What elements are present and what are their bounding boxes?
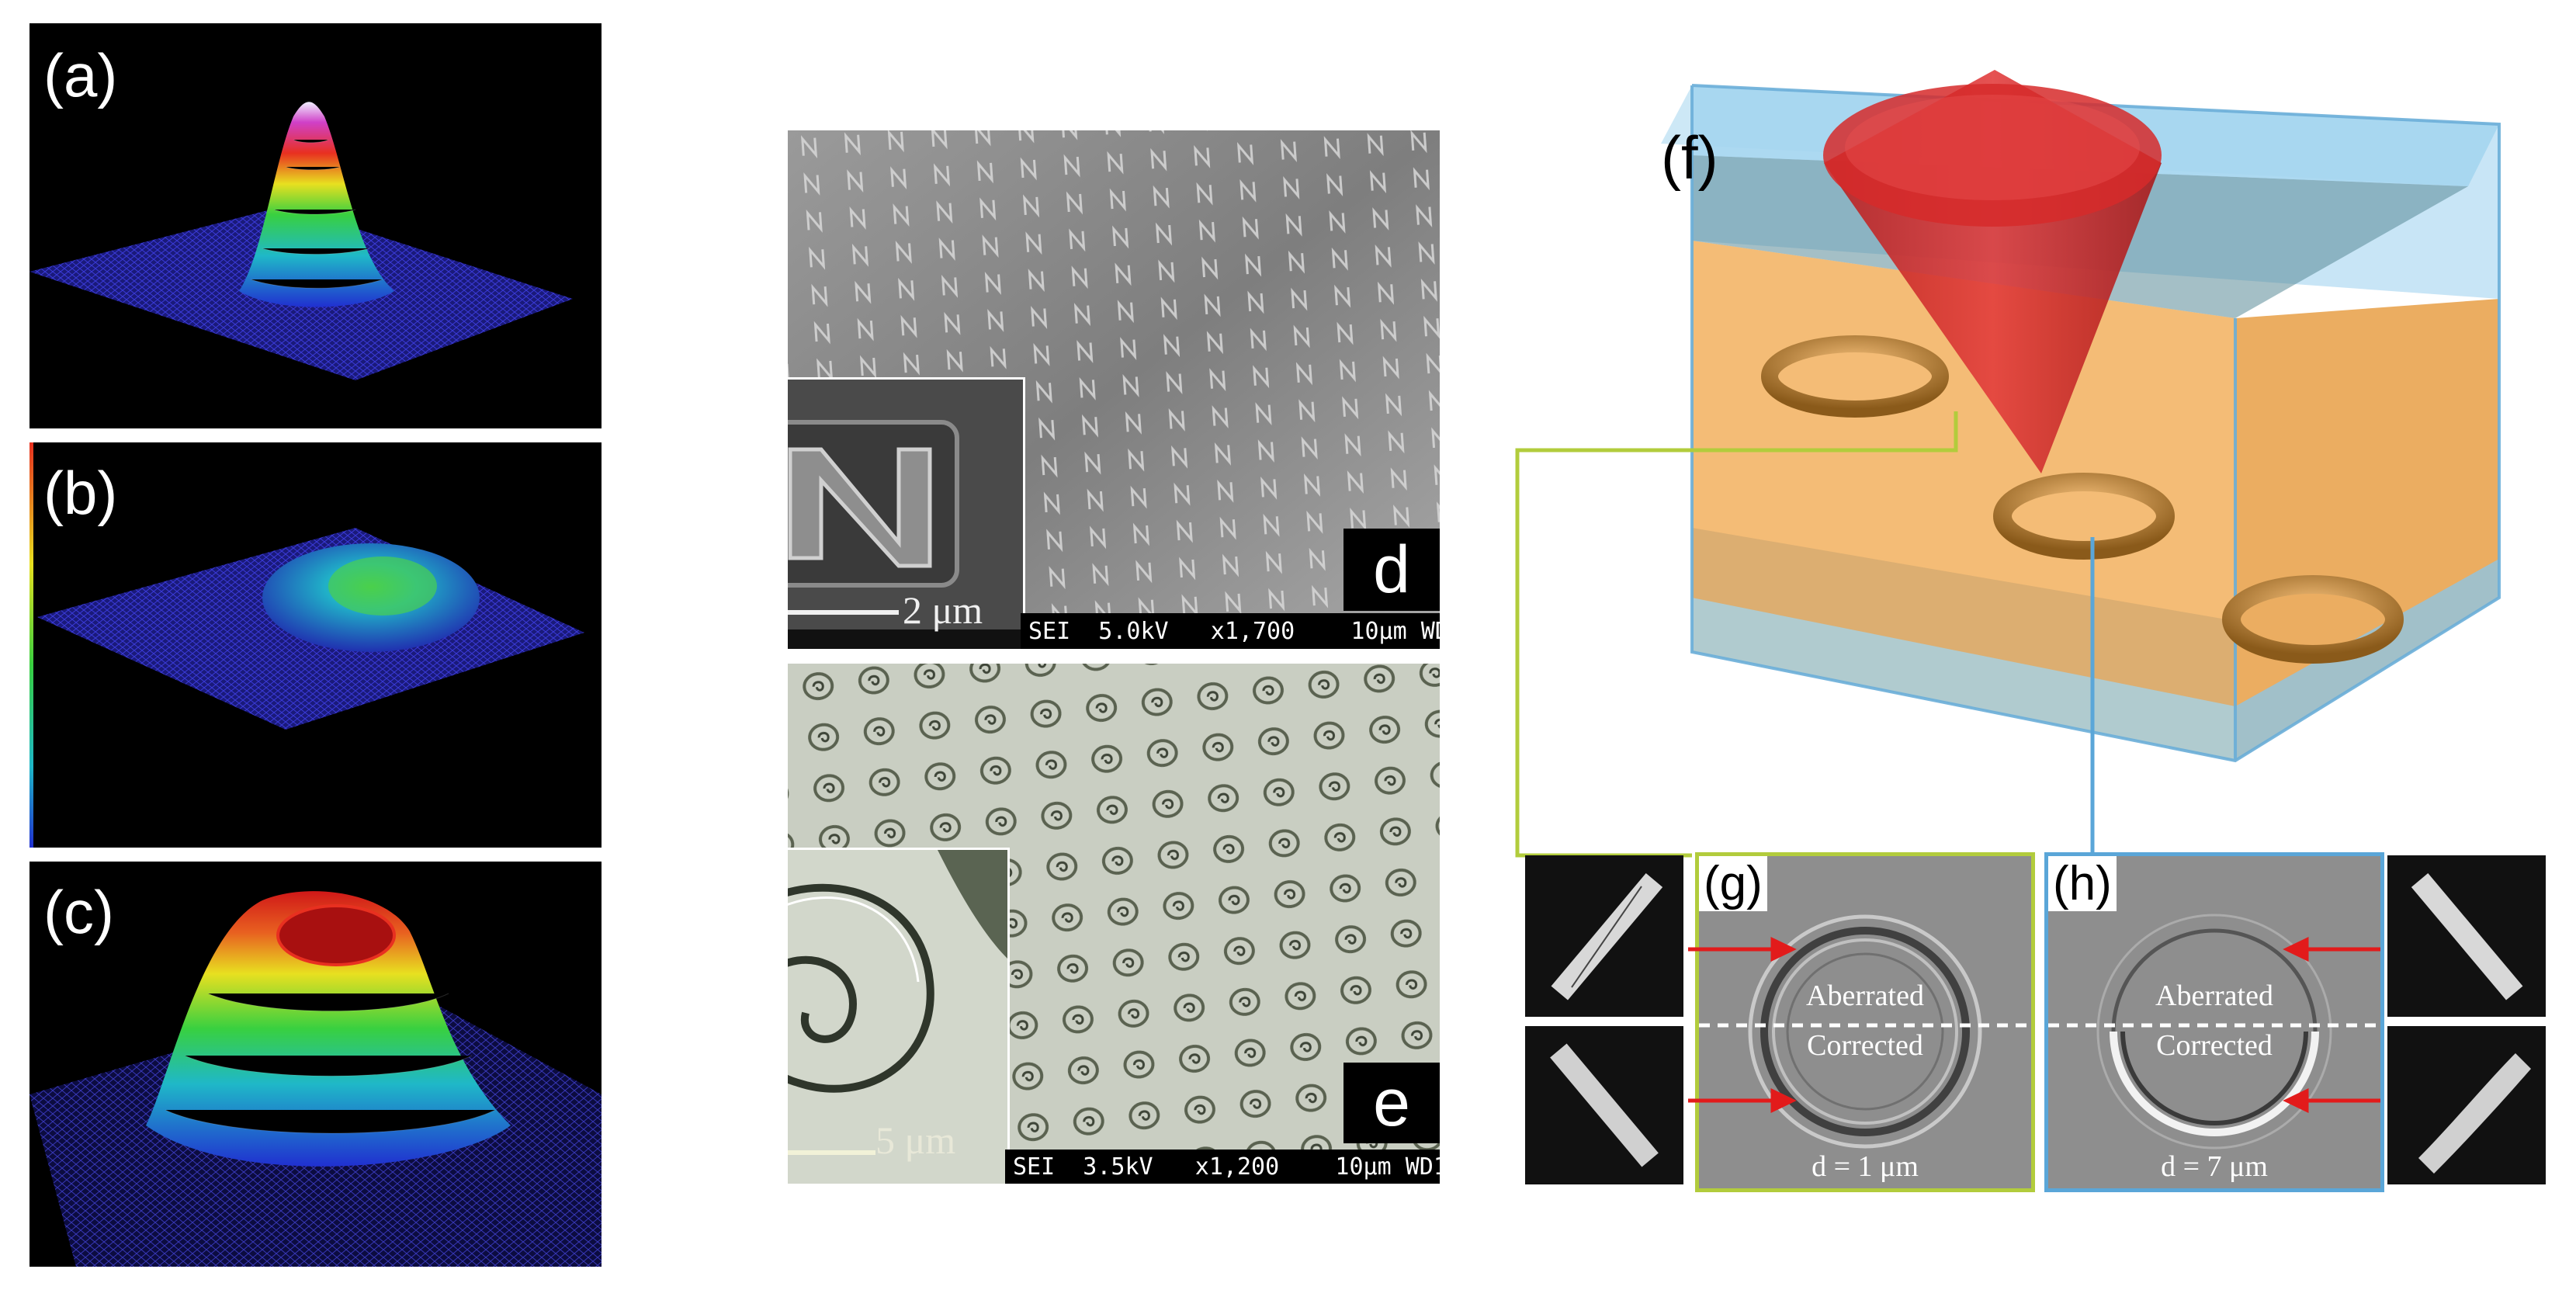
panel-g-bottom-text: Corrected — [1807, 1029, 1923, 1062]
panel-g-depth: d = 1 μm — [1812, 1150, 1919, 1183]
slm-pattern-right-bottom — [2387, 1026, 2546, 1184]
panel-a-gaussian-peak — [239, 102, 394, 307]
panel-b: (b) — [29, 442, 602, 848]
panel-d: 2 μm SEI 5.0kV x1,700 10μm WD16mm d — [788, 130, 1440, 649]
panel-g-arrows — [1699, 937, 1797, 1113]
bottom-glass-layer — [1692, 598, 2235, 761]
panel-h-label: (h) — [2048, 856, 2117, 911]
panel-g: (g) Aberrated Corrected d = 1 μm — [1695, 852, 2035, 1192]
panel-b-surface-plot — [29, 442, 584, 848]
panel-e-inset: 5 μm — [788, 848, 1010, 1184]
laser-cone-top — [1823, 84, 2162, 227]
panel-h-top-text: Aberrated — [2155, 980, 2273, 1012]
panel-g-label: (g) — [1699, 856, 1767, 911]
panel-a-surface-plot — [29, 102, 573, 380]
panel-h-depth: d = 7 μm — [2161, 1150, 2268, 1183]
panel-h-ring-image — [2048, 856, 2380, 1188]
panel-e-sem-info: SEI 3.5kV x1,200 10μm WD15mm — [1005, 1150, 1440, 1184]
panel-b-color-scale — [29, 442, 33, 848]
panel-f-label: (f) — [1661, 123, 1718, 192]
panel-h: (h) Aberrated Corrected d = 7 μm — [2044, 852, 2384, 1192]
panel-d-inset-scale-label: 2 μm — [903, 588, 983, 632]
panel-c-donut-mode — [146, 891, 511, 1167]
panel-e-label-box: e — [1343, 1063, 1440, 1143]
panel-f-schematic — [1515, 70, 2501, 858]
panel-e: 5 μm SEI 3.5kV x1,200 10μm WD15mm e — [788, 664, 1440, 1184]
panel-e-label: e — [1373, 1065, 1410, 1140]
panel-c-surface-plot — [29, 891, 602, 1267]
panel-d-sem-info: SEI 5.0kV x1,700 10μm WD16mm — [1021, 613, 1440, 649]
slm-pattern-left-bottom — [1525, 1026, 1683, 1184]
panel-h-bottom-text: Corrected — [2156, 1029, 2273, 1062]
ring-deep-focus — [1993, 473, 2175, 560]
panel-g-ring-image — [1699, 856, 2031, 1188]
panel-d-inset: 2 μm — [788, 377, 1025, 649]
panel-c: (c) — [29, 862, 602, 1267]
panel-d-label-box: d — [1343, 529, 1440, 611]
panel-d-inset-image — [788, 380, 1023, 649]
panel-g-top-text: Aberrated — [1806, 980, 1924, 1012]
panel-d-label: d — [1373, 532, 1410, 607]
slm-pattern-right-top — [2387, 855, 2546, 1017]
panel-b-label: (b) — [43, 459, 118, 527]
panel-c-donut-hole — [276, 904, 396, 966]
panel-e-inset-scale-label: 5 μm — [875, 1118, 956, 1162]
panel-a-label: (a) — [43, 41, 118, 109]
panel-c-label: (c) — [43, 878, 114, 946]
panel-h-arrows — [2283, 937, 2380, 1113]
panel-e-inset-image — [788, 850, 1007, 1184]
ring-lower — [2222, 575, 2404, 664]
ring-shallow — [1761, 335, 1949, 418]
slm-pattern-left-top — [1525, 855, 1683, 1017]
panel-a: (a) — [29, 23, 602, 428]
